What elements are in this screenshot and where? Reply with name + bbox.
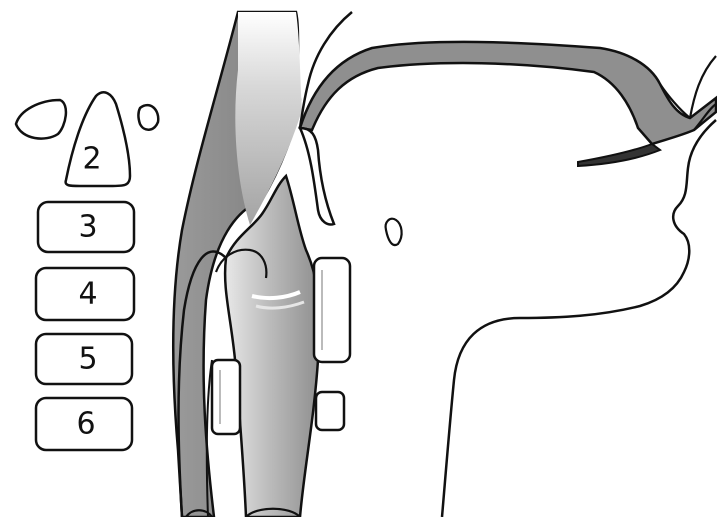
soft-palate-tail <box>300 128 334 224</box>
face-profile <box>442 120 716 517</box>
trachea-column <box>225 176 319 517</box>
vertebra-label-c4: 4 <box>78 277 97 312</box>
atlas-posterior-fragment <box>139 105 159 130</box>
vertebral-column: 2 3 4 5 6 <box>16 92 158 450</box>
vertebra-c3: 3 <box>38 202 134 252</box>
vertebra-label-c2: 2 <box>82 142 101 177</box>
vertebra-c5: 5 <box>36 334 132 384</box>
soft-palate-roof <box>300 42 716 144</box>
vertebra-c4: 4 <box>36 268 134 320</box>
vertebra-c6: 6 <box>36 398 132 450</box>
hard-palate-tip <box>578 144 660 166</box>
cricoid-cartilage <box>316 392 344 430</box>
atlas-anterior-arch <box>16 100 66 139</box>
vertebra-c2: 2 <box>66 92 130 186</box>
arytenoid-cartilage <box>212 360 240 434</box>
vertebra-label-c3: 3 <box>78 210 97 245</box>
thyroid-cartilage <box>314 258 350 362</box>
vertebra-label-c6: 6 <box>76 407 95 442</box>
vertebra-label-c5: 5 <box>78 342 97 377</box>
hyoid-bone <box>386 219 402 245</box>
